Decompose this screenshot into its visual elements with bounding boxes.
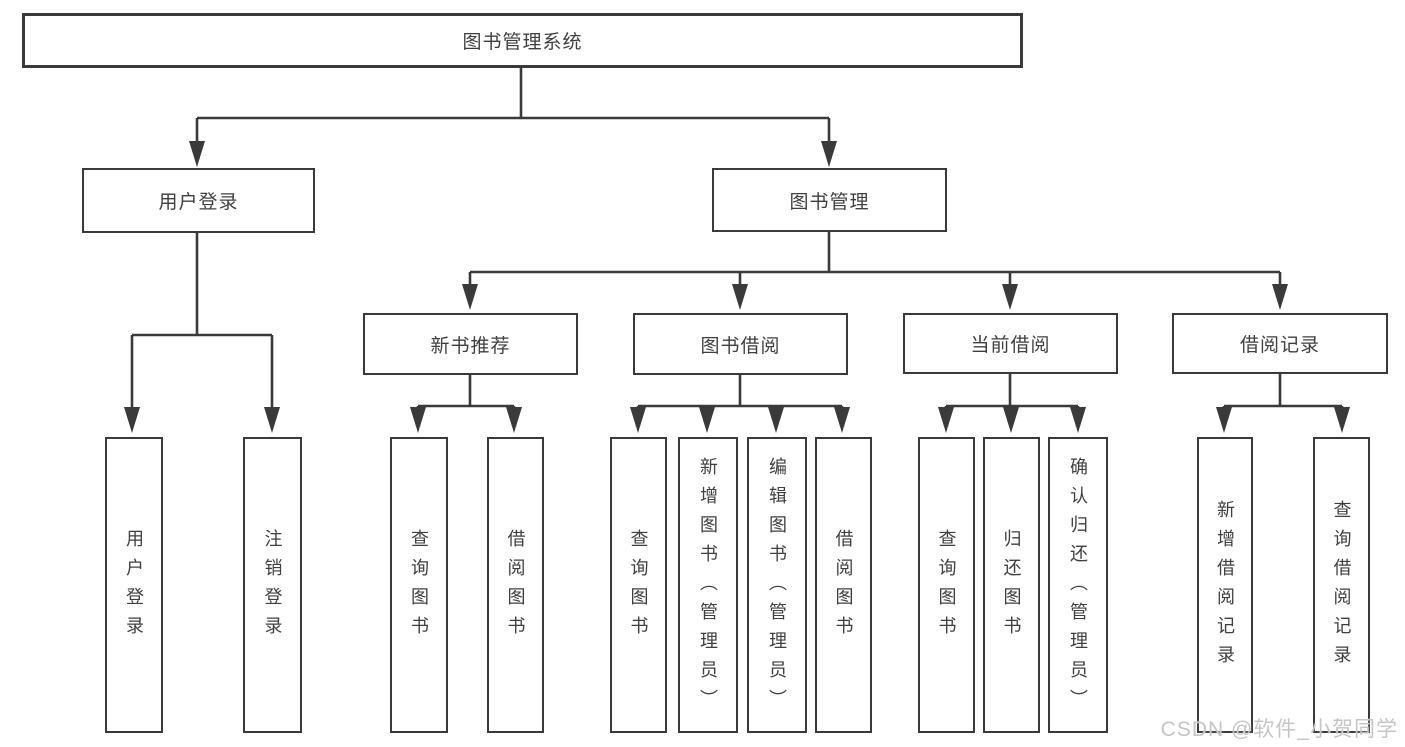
leaf-user-login: 用户登录 [105, 437, 163, 733]
leaf-borrow-borrow: 借阅图书 [815, 437, 872, 733]
leaf-current-return: 归还图书 [983, 437, 1040, 733]
node-user-login: 用户登录 [82, 168, 315, 233]
leaf-newbooks-borrow: 借阅图书 [487, 437, 544, 733]
leaf-logout: 注销登录 [243, 437, 302, 733]
node-book-borrow: 图书借阅 [633, 313, 848, 375]
root-node-library-system: 图书管理系统 [22, 13, 1023, 68]
leaf-records-query: 查询借阅记录 [1313, 437, 1370, 733]
leaf-borrow-edit-admin: 编辑图书（管理员） [747, 437, 807, 733]
leaf-current-confirm-admin: 确认归还（管理员） [1048, 437, 1108, 733]
leaf-newbooks-query: 查询图书 [390, 437, 448, 733]
leaf-borrow-add-admin: 新增图书（管理员） [678, 437, 738, 733]
node-borrow-records: 借阅记录 [1172, 313, 1388, 374]
leaf-borrow-query: 查询图书 [610, 437, 667, 733]
node-book-management: 图书管理 [712, 168, 947, 232]
node-current-borrow: 当前借阅 [903, 313, 1118, 374]
leaf-records-add: 新增借阅记录 [1197, 437, 1253, 733]
leaf-current-query: 查询图书 [918, 437, 975, 733]
node-new-book-recommend: 新书推荐 [363, 313, 578, 375]
